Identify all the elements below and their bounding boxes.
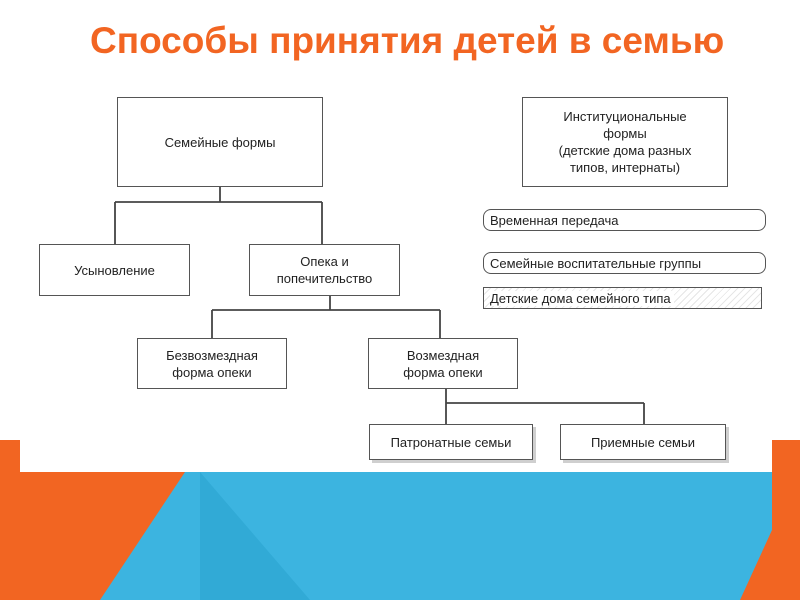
node-guardianship-label: Опека и попечительство [276,254,373,286]
node-temporary-transfer-label: Временная передача [490,212,619,228]
node-patronage-label: Патронатные семьи [390,434,512,450]
node-patronage: Патронатные семьи [369,424,533,460]
node-institutional: Институциональные формы (детские дома ра… [522,97,728,187]
node-paid-guardianship-label: Возмездная форма опеки [403,347,483,380]
node-free-guardianship: Безвозмездная форма опеки [137,338,287,389]
node-family-groups: Семейные воспитательные группы [483,252,766,274]
slide-title: Способы принятия детей в семью [90,20,725,61]
node-adoption-label: Усыновление [74,262,155,278]
background-blue-facet [200,472,310,600]
node-family-forms-label: Семейные формы [164,134,276,150]
node-institutional-label: Институциональные формы (детские дома ра… [558,109,692,175]
node-adoption: Усыновление [39,244,190,296]
node-family-orphanages: Детские дома семейного типа [483,287,762,309]
node-family-forms: Семейные формы [117,97,323,187]
node-family-orphanages-label: Детские дома семейного типа [490,290,674,306]
node-temporary-transfer: Временная передача [483,209,766,231]
node-family-groups-label: Семейные воспитательные группы [490,255,702,271]
node-foster: Приемные семьи [560,424,726,460]
node-paid-guardianship: Возмездная форма опеки [368,338,518,389]
background-orange-shape-right [740,440,800,600]
node-free-guardianship-label: Безвозмездная форма опеки [166,347,258,380]
background-orange-shape-left [0,440,185,600]
node-guardianship: Опека и попечительство [249,244,400,296]
node-foster-label: Приемные семьи [590,434,696,450]
